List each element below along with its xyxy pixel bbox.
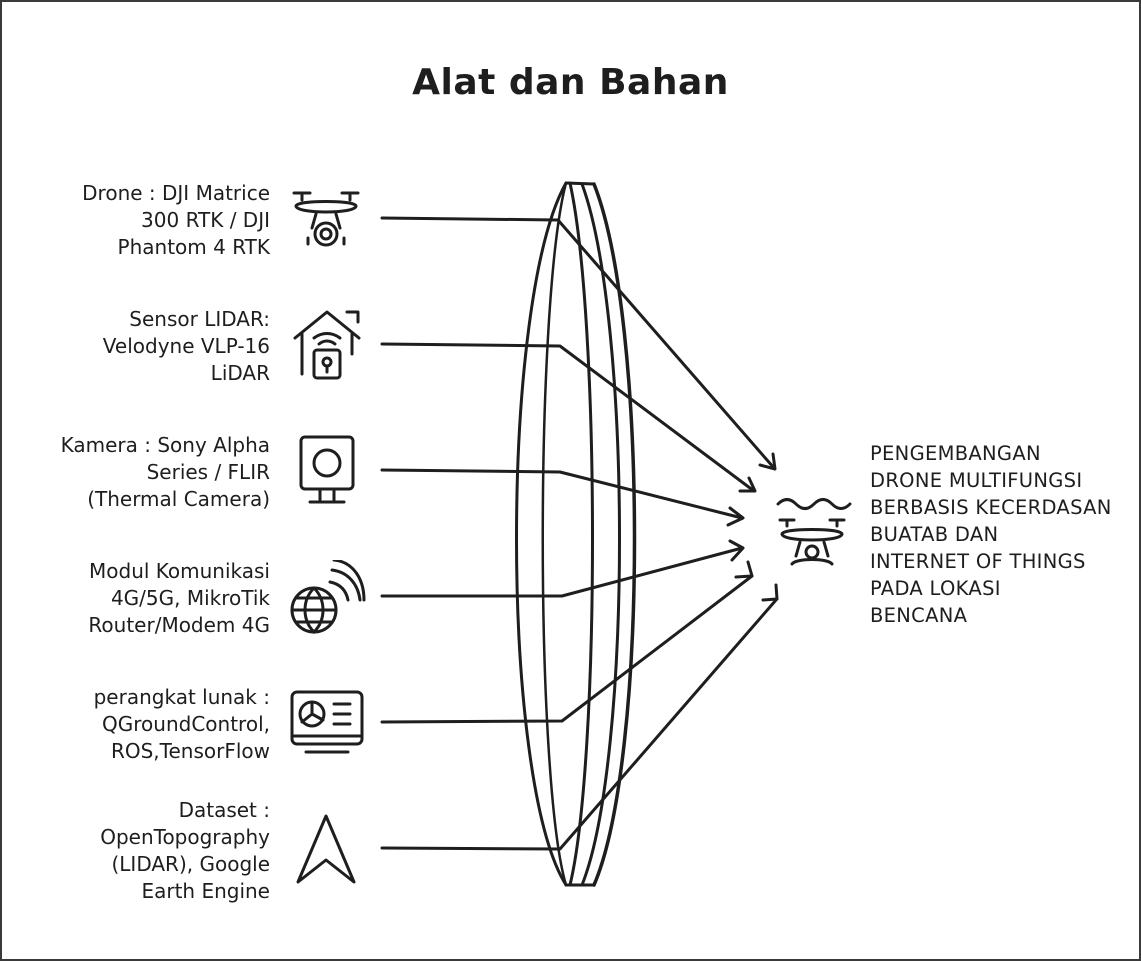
diagram-title: Alat dan Bahan [412,62,729,103]
input-label-software: perangkat lunak :QGroundControl,ROS,Tens… [93,685,270,763]
globe-signal-icon [290,560,366,635]
connector-lines [380,216,778,851]
connector-communication [380,546,744,598]
drone-water-icon [776,498,852,566]
connector-lidar [380,342,756,493]
drone-camera-icon [292,191,360,247]
lens-shape [515,181,637,887]
dashboard-monitor-icon [290,690,364,754]
navigation-arrow-icon [296,814,356,884]
webcam-icon [299,435,355,504]
connector-camera [380,468,744,520]
connector-drone [380,216,776,470]
connector-dataset [380,598,778,851]
smart-home-lock-icon [293,310,361,380]
connector-software [380,574,754,724]
arrow-heads [726,452,779,602]
